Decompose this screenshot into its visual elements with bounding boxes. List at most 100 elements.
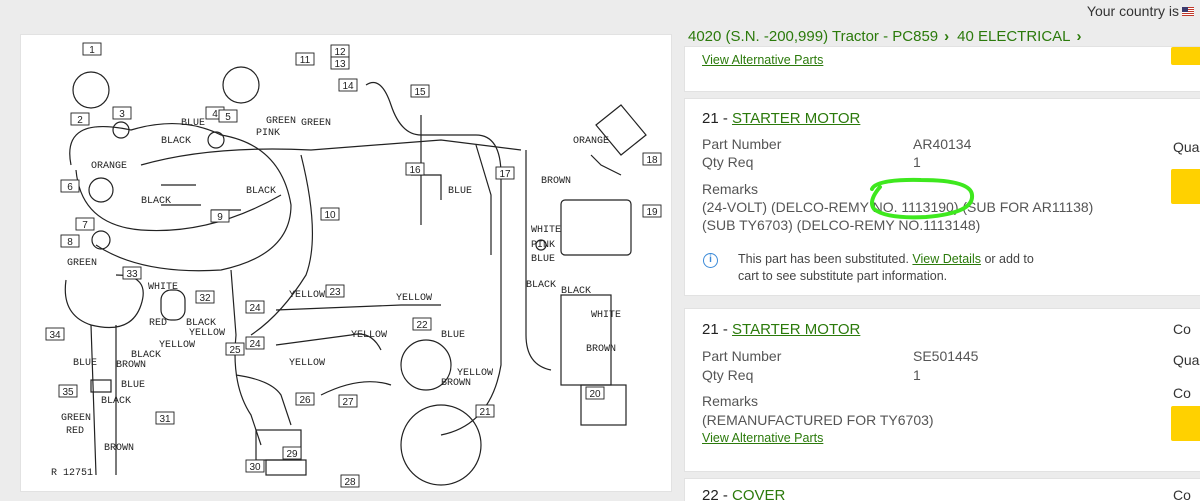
callout-number[interactable]: 34 bbox=[49, 330, 61, 341]
callout-number[interactable]: 6 bbox=[67, 182, 73, 193]
remarks-text: (24-VOLT) (DELCO-REMY NO. 1113190) (SUB … bbox=[702, 198, 1093, 234]
callout-box bbox=[495, 166, 515, 180]
callout-number[interactable]: 20 bbox=[589, 389, 601, 400]
condition-label: Co bbox=[1173, 321, 1191, 337]
breadcrumb: 4020 (S.N. -200,999) Tractor - PC859 › 4… bbox=[688, 28, 1090, 45]
callout-box bbox=[585, 386, 605, 400]
callout-number[interactable]: 8 bbox=[67, 237, 73, 248]
wire-color-label: BLUE bbox=[531, 254, 555, 265]
callout-number[interactable]: 3 bbox=[119, 109, 125, 120]
wire-color-label: BROWN bbox=[104, 443, 134, 454]
callout-box bbox=[122, 266, 142, 280]
info-icon: i bbox=[703, 253, 718, 268]
wire-color-label: BLACK bbox=[526, 280, 556, 291]
country-selector[interactable]: Your country is bbox=[1087, 3, 1194, 19]
remarks-line: (SUB TY6703) (DELCO-REMY NO.1113148) bbox=[702, 217, 981, 233]
callout-box bbox=[112, 106, 132, 120]
callout-number[interactable]: 22 bbox=[416, 320, 428, 331]
condition-label: Co bbox=[1173, 385, 1191, 401]
add-to-cart-button[interactable] bbox=[1171, 406, 1200, 441]
callout-box bbox=[218, 109, 238, 123]
part-title: 22 - COVER bbox=[702, 487, 785, 501]
callout-number[interactable]: 32 bbox=[199, 293, 211, 304]
condition-label: Co bbox=[1173, 487, 1191, 501]
chevron-right-icon: › bbox=[944, 28, 950, 45]
part-number-label: Part Number bbox=[702, 136, 782, 152]
callout-number[interactable]: 33 bbox=[126, 269, 138, 280]
callout-number[interactable]: 4 bbox=[212, 109, 218, 120]
callout-box bbox=[320, 207, 340, 221]
wire-color-label: YELLOW bbox=[351, 330, 387, 341]
wire-color-label: RED bbox=[66, 426, 84, 437]
callout-number[interactable]: 29 bbox=[286, 449, 298, 460]
callout-box bbox=[330, 56, 350, 70]
part-name-link[interactable]: COVER bbox=[732, 487, 786, 501]
callout-number[interactable]: 11 bbox=[300, 55, 311, 66]
view-details-link[interactable]: View Details bbox=[912, 252, 981, 266]
callout-number[interactable]: 30 bbox=[249, 462, 261, 473]
callout-number[interactable]: 1 bbox=[89, 45, 95, 56]
wire-color-label: BLUE bbox=[73, 358, 97, 369]
part-number-value: AR40134 bbox=[913, 136, 972, 152]
callout-number[interactable]: 12 bbox=[334, 47, 346, 58]
part-name-link[interactable]: STARTER MOTOR bbox=[732, 321, 861, 338]
remarks-label: Remarks bbox=[702, 181, 759, 197]
callout-number[interactable]: 9 bbox=[217, 212, 223, 223]
notice-text: or add to bbox=[980, 252, 1034, 266]
part-card-cover: 22 - COVER Co bbox=[684, 478, 1200, 501]
callout-number[interactable]: 27 bbox=[342, 397, 354, 408]
callout-number[interactable]: 25 bbox=[229, 345, 241, 356]
remarks-label: Remarks bbox=[702, 393, 759, 409]
item-number: 22 - bbox=[702, 487, 733, 501]
callout-number[interactable]: 35 bbox=[62, 387, 74, 398]
part-card-partial: View Alternative Parts bbox=[684, 46, 1200, 92]
qty-label: Qty Req bbox=[702, 154, 754, 170]
callout-box bbox=[642, 152, 662, 166]
wire-color-label: RED bbox=[149, 318, 167, 329]
callout-number[interactable]: 17 bbox=[499, 169, 511, 180]
callout-number[interactable]: 16 bbox=[409, 165, 421, 176]
callout-box bbox=[225, 342, 245, 356]
callout-number[interactable]: 19 bbox=[646, 207, 658, 218]
callout-number[interactable]: 7 bbox=[82, 220, 88, 231]
callout-number[interactable]: 24 bbox=[249, 303, 261, 314]
wire-color-label: BLUE bbox=[448, 186, 472, 197]
view-alternative-parts-link[interactable]: View Alternative Parts bbox=[702, 431, 824, 445]
part-card-starter-motor-2: 21 - STARTER MOTOR Part Number SE501445 … bbox=[684, 308, 1200, 472]
callout-number[interactable]: 28 bbox=[344, 477, 356, 488]
wire-color-label: ORANGE bbox=[573, 136, 609, 147]
wire-color-label: BLACK bbox=[161, 136, 191, 147]
wire-color-label: YELLOW bbox=[289, 358, 325, 369]
callout-number[interactable]: 13 bbox=[334, 59, 346, 70]
add-to-cart-button[interactable] bbox=[1171, 169, 1200, 204]
callout-box bbox=[295, 392, 315, 406]
callout-number[interactable]: 15 bbox=[414, 87, 426, 98]
breadcrumb-section[interactable]: 40 ELECTRICAL bbox=[957, 28, 1071, 45]
callout-number[interactable]: 23 bbox=[329, 287, 341, 298]
callout-box bbox=[60, 234, 80, 248]
wire-color-label: BLACK bbox=[101, 396, 131, 407]
callout-number[interactable]: 2 bbox=[77, 115, 83, 126]
view-alternative-parts-link[interactable]: View Alternative Parts bbox=[702, 53, 824, 67]
wire-color-label: GREEN bbox=[61, 413, 91, 424]
callout-number[interactable]: 24 bbox=[249, 339, 261, 350]
part-title: 21 - STARTER MOTOR bbox=[702, 110, 860, 127]
callout-number[interactable]: 5 bbox=[225, 112, 231, 123]
qty-value: 1 bbox=[913, 154, 921, 170]
part-title: 21 - STARTER MOTOR bbox=[702, 321, 860, 338]
part-name-link[interactable]: STARTER MOTOR bbox=[732, 110, 861, 127]
callout-number[interactable]: 14 bbox=[342, 81, 354, 92]
callout-number[interactable]: 10 bbox=[324, 210, 336, 221]
remarks-line: (24-VOLT) (DELCO-REMY NO. 1113190) (SUB … bbox=[702, 199, 1094, 215]
callout-number[interactable]: 31 bbox=[159, 414, 171, 425]
add-to-cart-button[interactable] bbox=[1171, 47, 1200, 65]
callout-number[interactable]: 18 bbox=[646, 155, 658, 166]
callout-number[interactable]: 21 bbox=[479, 407, 491, 418]
callout-box bbox=[245, 336, 265, 350]
remarks-text: (REMANUFACTURED FOR TY6703) bbox=[702, 412, 934, 428]
breadcrumb-model[interactable]: 4020 (S.N. -200,999) Tractor - PC859 bbox=[688, 28, 939, 45]
wire-color-label: GREEN bbox=[266, 116, 296, 127]
callout-number[interactable]: 26 bbox=[299, 395, 311, 406]
